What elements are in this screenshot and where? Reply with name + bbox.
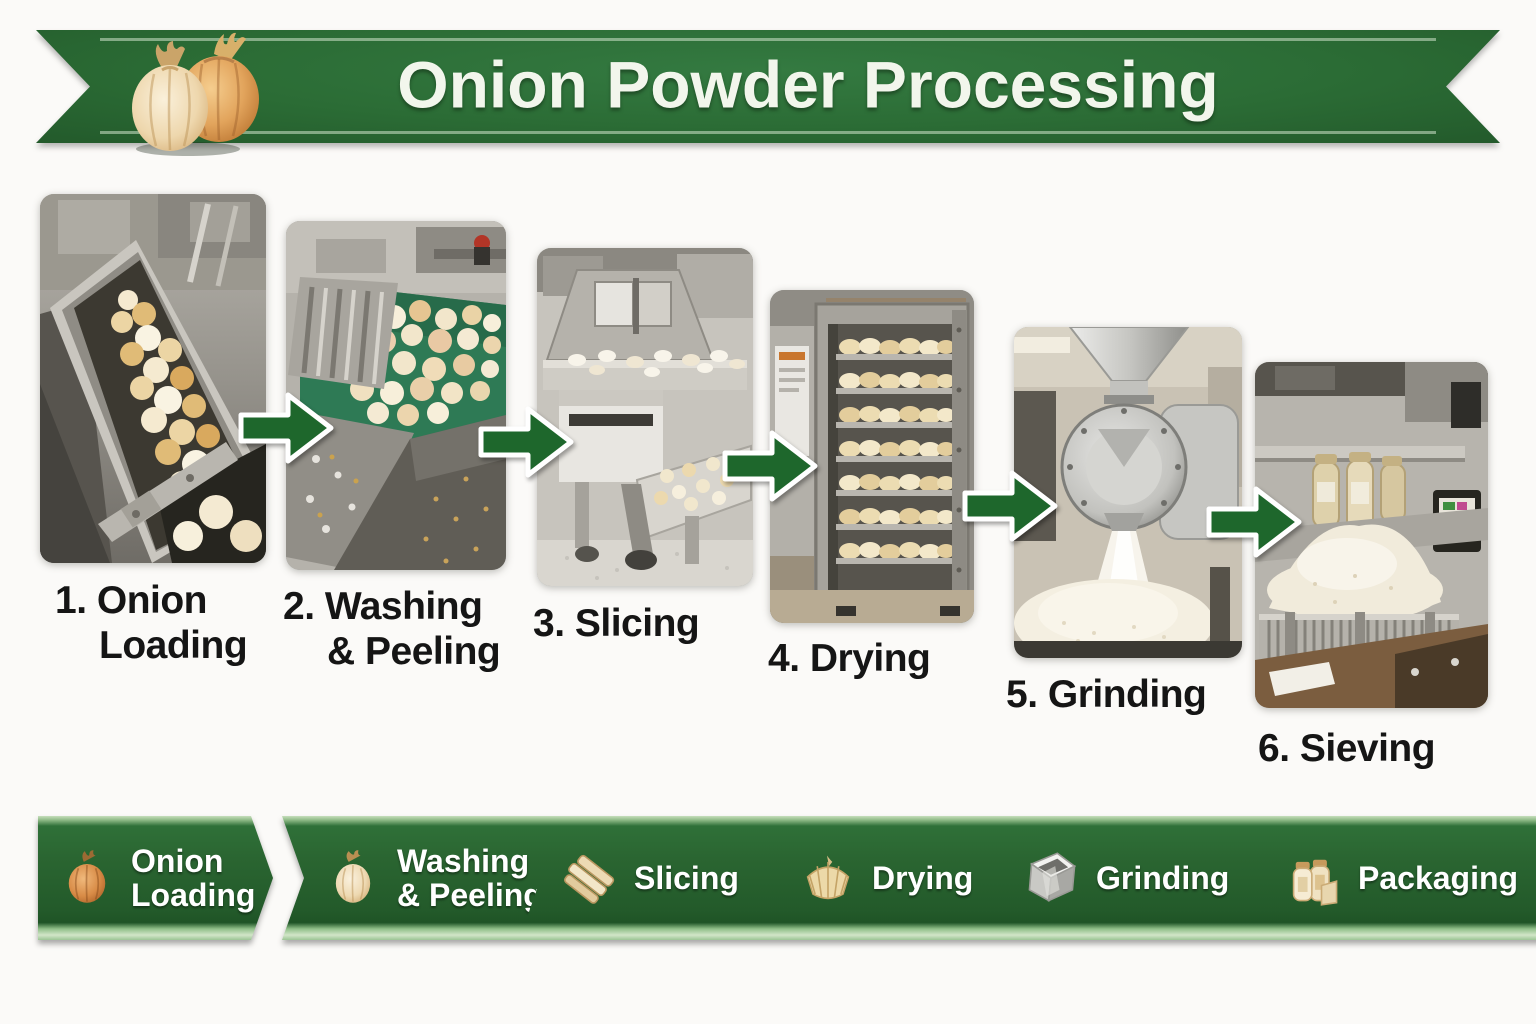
caption-line: 1. Onion: [55, 579, 208, 622]
process-flow-bar: Onion Loading: [38, 816, 1502, 940]
page-title: Onion Powder Processing: [397, 47, 1219, 122]
flow-arrow-1: [238, 388, 334, 468]
banner-onions-art: [118, 32, 274, 156]
flow-step-content: Slicing: [561, 849, 739, 907]
grinding-illustration: [1014, 327, 1242, 658]
flow-step-grinding: Grinding: [981, 816, 1290, 940]
drying-photo: [770, 290, 974, 623]
caption-line: 3. Slicing: [533, 602, 700, 645]
slicing-photo: [537, 248, 753, 586]
sliced-onion-icon: [561, 849, 619, 907]
onion-icon: [58, 849, 116, 907]
arrow-right-icon: [722, 430, 818, 502]
caption-line: Loading: [99, 624, 248, 668]
flow-arrow-3: [722, 426, 818, 506]
grinding-photo: [1014, 327, 1242, 658]
flow-step-label: Packaging: [1358, 859, 1519, 896]
arrow-right-icon: [1206, 486, 1302, 558]
grinder-icon: [1023, 849, 1081, 907]
flow-step-label: Onion Loading: [131, 842, 256, 913]
drying-illustration: [770, 290, 974, 623]
flow-step-content: Grinding: [1023, 849, 1229, 907]
caption-line: 4. Drying: [768, 637, 931, 680]
flow-step-content: Washing & Peeling: [324, 844, 543, 912]
flow-step-label: Slicing: [634, 859, 739, 896]
flow-step-content: Packaging: [1285, 849, 1518, 907]
packaging-jars-icon: [1285, 849, 1343, 907]
caption-line: 2. Washing: [283, 585, 483, 628]
caption-line: 5. Grinding: [1006, 673, 1207, 716]
step-caption-2: 2. Washing & Peeling: [283, 584, 501, 674]
sieving-illustration: [1255, 362, 1488, 708]
flow-step-content: Onion Loading: [58, 844, 255, 912]
flow-arrow-5: [1206, 482, 1302, 562]
washing-peeling-photo: [286, 221, 506, 570]
arrow-right-icon: [478, 406, 574, 478]
peeled-onion-icon: [324, 849, 382, 907]
caption-line: 6. Sieving: [1258, 727, 1436, 770]
sieving-photo: [1255, 362, 1488, 708]
arrow-right-icon: [238, 392, 334, 464]
flow-arrow-2: [478, 402, 574, 482]
washing-peeling-illustration: [286, 221, 506, 570]
title-ribbon: Onion Powder Processing: [36, 30, 1500, 143]
step-caption-6: 6. Sieving: [1258, 726, 1436, 771]
step-caption-3: 3. Slicing: [533, 601, 700, 646]
arrow-right-icon: [962, 470, 1058, 542]
title-banner: Onion Powder Processing: [36, 30, 1500, 143]
flow-step-slicing: Slicing: [519, 816, 804, 940]
onion-loading-illustration: [40, 194, 266, 563]
flow-step-label: Drying: [872, 859, 974, 896]
flow-step-drying: Drying: [757, 816, 1028, 940]
flow-step-label: Washing & Peeling: [397, 842, 543, 913]
flow-arrow-4: [962, 466, 1058, 546]
flow-step-content: Drying: [799, 849, 973, 907]
dried-onion-icon: [799, 849, 857, 907]
flow-step-onion-loading: Onion Loading: [38, 816, 273, 940]
step-caption-1: 1. Onion Loading: [55, 578, 248, 668]
flow-step-label: Grinding: [1096, 859, 1230, 896]
ribbon-inner-line: [100, 38, 1436, 134]
onion-loading-photo: [40, 194, 266, 563]
caption-line: & Peeling: [327, 630, 501, 674]
flow-step-washing-peeling: Washing & Peeling: [282, 816, 566, 940]
step-caption-5: 5. Grinding: [1006, 672, 1207, 717]
flow-step-packaging: Packaging: [1243, 816, 1536, 940]
onions-illustration: [132, 32, 259, 156]
step-caption-4: 4. Drying: [768, 636, 931, 681]
